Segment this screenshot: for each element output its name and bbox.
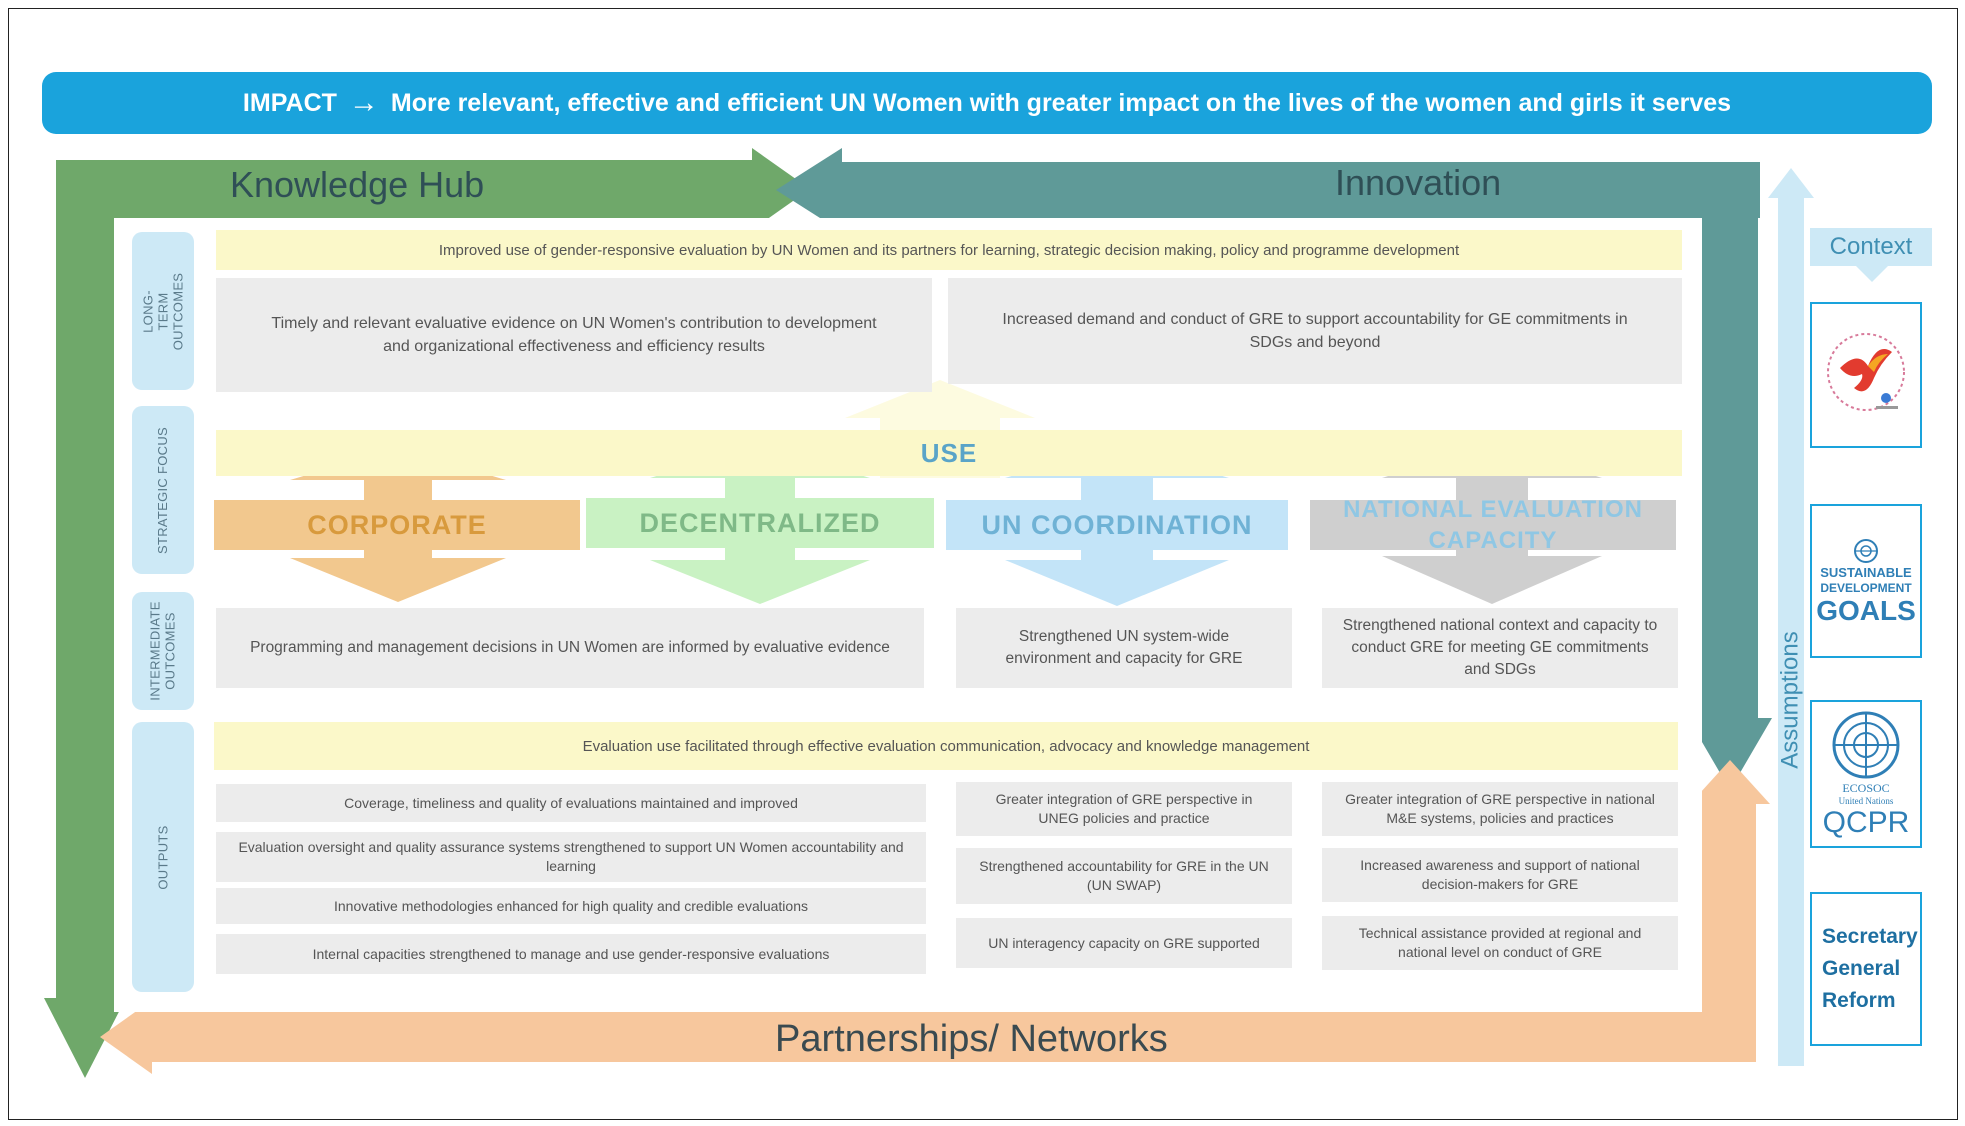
qcpr-label: QCPR [1822,806,1910,839]
row-tab-strategic-label: STRATEGIC FOCUS [155,426,171,554]
impact-statement: More relevant, effective and efficient U… [390,88,1732,117]
corporate-label: CORPORATE [214,500,580,550]
output-col3-item: Technical assistance provided at regiona… [1322,916,1678,970]
row-tab-outputs: OUTPUTS [132,722,194,992]
outputs-banner: Evaluation use facilitated through effec… [214,722,1678,770]
output-col1-item: Internal capacities strengthened to mana… [216,934,926,974]
assumptions-label: Assumptions [1777,631,1805,769]
sdg-line-1: SUSTAINABLE [1820,564,1912,580]
partnerships-title: Partnerships/ Networks [775,1018,1168,1060]
sg-reform-line-3: Reform [1822,989,1896,1012]
evaluation-year-logo [1810,302,1922,448]
use-banner: USE [216,430,1682,476]
ecosoc-label: ECOSOC [1842,781,1890,795]
intermediate-left: Programming and management decisions in … [216,608,924,688]
assumptions-label-wrap: Assumptions [1768,631,1814,768]
long-term-banner: Improved use of gender-responsive evalua… [216,230,1682,270]
united-nations-label: United Nations [1838,796,1894,806]
output-col2-item: Strengthened accountability for GRE in t… [956,848,1292,904]
row-tab-outputs-label: OUTPUTS [155,824,171,890]
intermediate-middle: Strengthened UN system-wide environment … [956,608,1292,688]
un-globe-icon [1832,711,1900,779]
impact-label: IMPACT [242,88,337,117]
row-tab-intermediate-label: INTERMEDIATE OUTCOMES [148,601,179,701]
long-term-left: Timely and relevant evaluative evidence … [216,278,932,392]
row-tab-long-term: LONG-TERM OUTCOMES [132,232,194,390]
ecosoc-qcpr-logo: ECOSOC United Nations QCPR [1810,700,1922,848]
context-down-arrow-icon [1856,266,1888,282]
right-arrow-icon: → [348,86,379,119]
output-col1-item: Evaluation oversight and quality assuran… [216,832,926,882]
knowledge-hub-title: Knowledge Hub [230,164,485,205]
innovation-title: Innovation [1335,162,1502,203]
sdg-logo: SUSTAINABLE DEVELOPMENT GOALS [1810,504,1922,658]
decentralized-label: DECENTRALIZED [586,498,934,548]
intermediate-right: Strengthened national context and capaci… [1322,608,1678,688]
national-label: NATIONAL EVALUATION CAPACITY [1310,496,1676,554]
assumptions-arrow [1768,168,1814,1066]
row-tab-strategic: STRATEGIC FOCUS [132,406,194,574]
partnerships-arrow [100,760,1770,1074]
un-emblem-icon [1854,538,1878,563]
bird-logo-icon [1827,333,1905,411]
national-label-text: NATIONAL EVALUATION CAPACITY [1343,496,1643,554]
row-tab-intermediate: INTERMEDIATE OUTCOMES [132,592,194,710]
sdg-line-3: GOALS [1816,594,1916,626]
un-coordination-label: UN COORDINATION [946,500,1288,550]
row-tab-long-term-label: LONG-TERM OUTCOMES [140,272,186,350]
output-col3-item: Greater integration of GRE perspective i… [1322,782,1678,836]
output-col2-item: UN interagency capacity on GRE supported [956,918,1292,968]
long-term-right: Increased demand and conduct of GRE to s… [948,278,1682,384]
impact-banner: IMPACT → More relevant, effective and ef… [42,72,1932,134]
output-col1-item: Coverage, timeliness and quality of eval… [216,784,926,822]
context-title: Context [1810,228,1932,266]
output-col3-item: Increased awareness and support of natio… [1322,848,1678,902]
sg-reform-line-1: Secretary [1822,925,1918,948]
sg-reform-line-2: General [1822,957,1901,980]
page-frame [8,8,1958,1120]
use-label: USE [920,437,978,468]
knowledge-hub-arrow [44,148,810,1078]
output-col1-item: Innovative methodologies enhanced for hi… [216,888,926,924]
sg-reform-box: Secretary General Reform [1810,892,1922,1046]
sdg-line-2: DEVELOPMENT [1820,580,1912,595]
innovation-arrow [776,148,1772,790]
output-col2-item: Greater integration of GRE perspective i… [956,782,1292,836]
